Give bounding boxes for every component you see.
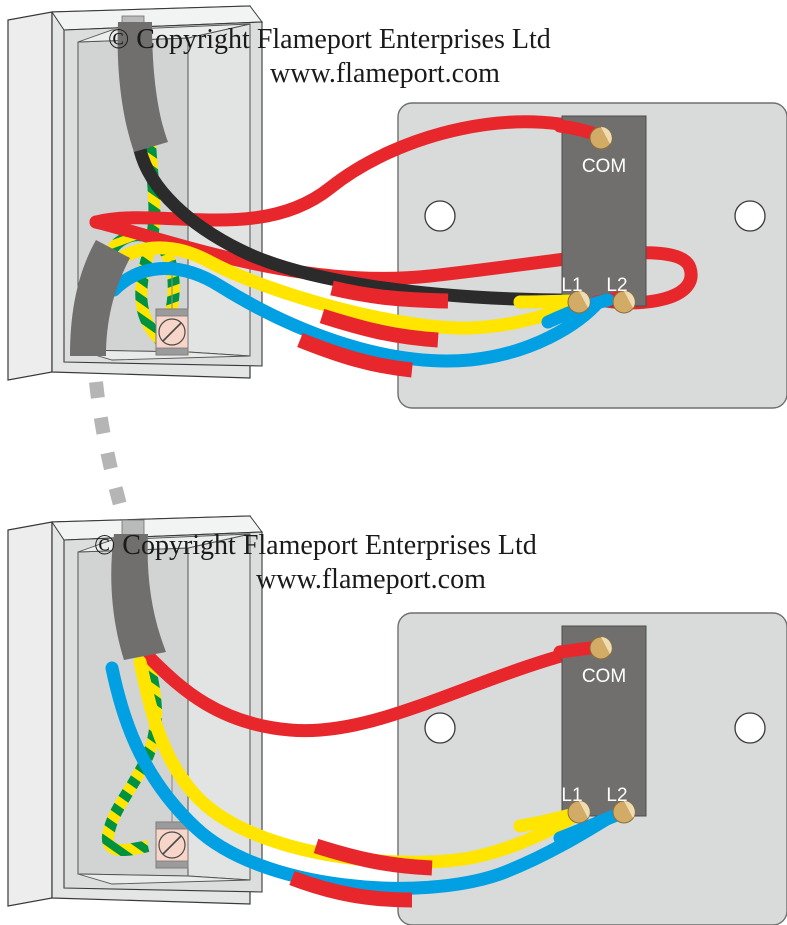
lower-terminals[interactable]: COM L1 L2 — [561, 636, 636, 824]
terminal-label-com-lower: COM — [582, 666, 626, 687]
upper-watermark: © Copyright Flameport Enterprises Ltd ww… — [108, 24, 551, 89]
wire-red-loop-to-l2 — [89, 215, 698, 310]
earth-terminal-screw-slot-lower — [162, 835, 182, 855]
sleeve-red-on-yellow-lower — [313, 838, 433, 876]
lower-diagram: COM L1 L2 © Copyright Flameport Enterpri… — [7, 515, 787, 925]
faceplate-screw-hole-left[interactable] — [424, 200, 456, 232]
faceplate-screw-hole-right[interactable] — [734, 200, 766, 232]
terminal-label-l2: L2 — [606, 275, 627, 296]
wire-yellow-strapper-l1 — [97, 241, 583, 335]
lower-watermark: © Copyright Flameport Enterprises Ltd ww… — [94, 530, 537, 595]
lower-earth-terminal[interactable] — [155, 770, 189, 869]
watermark-line-1-lower: © Copyright Flameport Enterprises Ltd — [94, 530, 537, 561]
sleeve-red-on-blue — [297, 333, 413, 378]
watermark-line-1: © Copyright Flameport Enterprises Ltd — [108, 24, 551, 55]
terminal-label-com: COM — [582, 156, 626, 177]
terminal-com-highlight — [601, 127, 612, 144]
terminal-l1-highlight — [579, 291, 590, 308]
cable-sheath-top — [117, 22, 168, 152]
cable-sheath-left — [70, 240, 130, 356]
terminal-label-l1-lower: L1 — [561, 785, 582, 806]
watermark-line-2-lower: www.flameport.com — [256, 564, 486, 595]
terminal-l2-highlight — [624, 291, 635, 308]
earth-terminal-band-bottom-lower — [155, 860, 189, 869]
dashed-link-line — [89, 381, 129, 514]
earth-terminal-band-bottom — [155, 347, 189, 356]
upper-cable-sheaths — [70, 22, 168, 356]
backbox-outer-left — [7, 11, 53, 381]
backbox-bottom-wall-lower — [77, 873, 251, 885]
upper-diagram: COM L1 L2 © Copyright Flameport Enterpri… — [7, 5, 787, 409]
sleeve-red-on-blue-lower — [289, 870, 413, 908]
earth-terminal-band-top — [155, 308, 189, 317]
terminal-label-l1: L1 — [561, 275, 582, 296]
wire-red-live-to-com — [89, 115, 607, 229]
watermark-line-2: www.flameport.com — [270, 58, 500, 89]
terminal-l2-highlight-lower — [624, 801, 635, 818]
earth-terminal-screw-slot — [162, 322, 182, 342]
sleeve-red-on-yellow — [319, 308, 439, 348]
faceplate-screw-hole-left-lower[interactable] — [424, 712, 456, 744]
backbox-outer-left-lower — [7, 521, 53, 907]
wire-red-live-to-com-lower — [143, 639, 607, 738]
wire-black-switched-live-l1 — [133, 143, 582, 307]
upper-earth-terminal[interactable] — [155, 260, 189, 356]
cable-sheath-lower — [111, 534, 166, 660]
wire-blue-strapper-l2 — [107, 262, 607, 368]
terminal-com-highlight-lower — [601, 637, 612, 654]
terminal-l1-highlight-lower — [579, 801, 590, 818]
terminal-label-l2-lower: L2 — [606, 785, 627, 806]
faceplate-screw-hole-right-lower[interactable] — [734, 712, 766, 744]
upper-terminals[interactable]: COM L1 L2 — [561, 126, 636, 314]
sleeve-red-on-black — [330, 280, 449, 309]
backbox-right-wall — [187, 23, 251, 357]
